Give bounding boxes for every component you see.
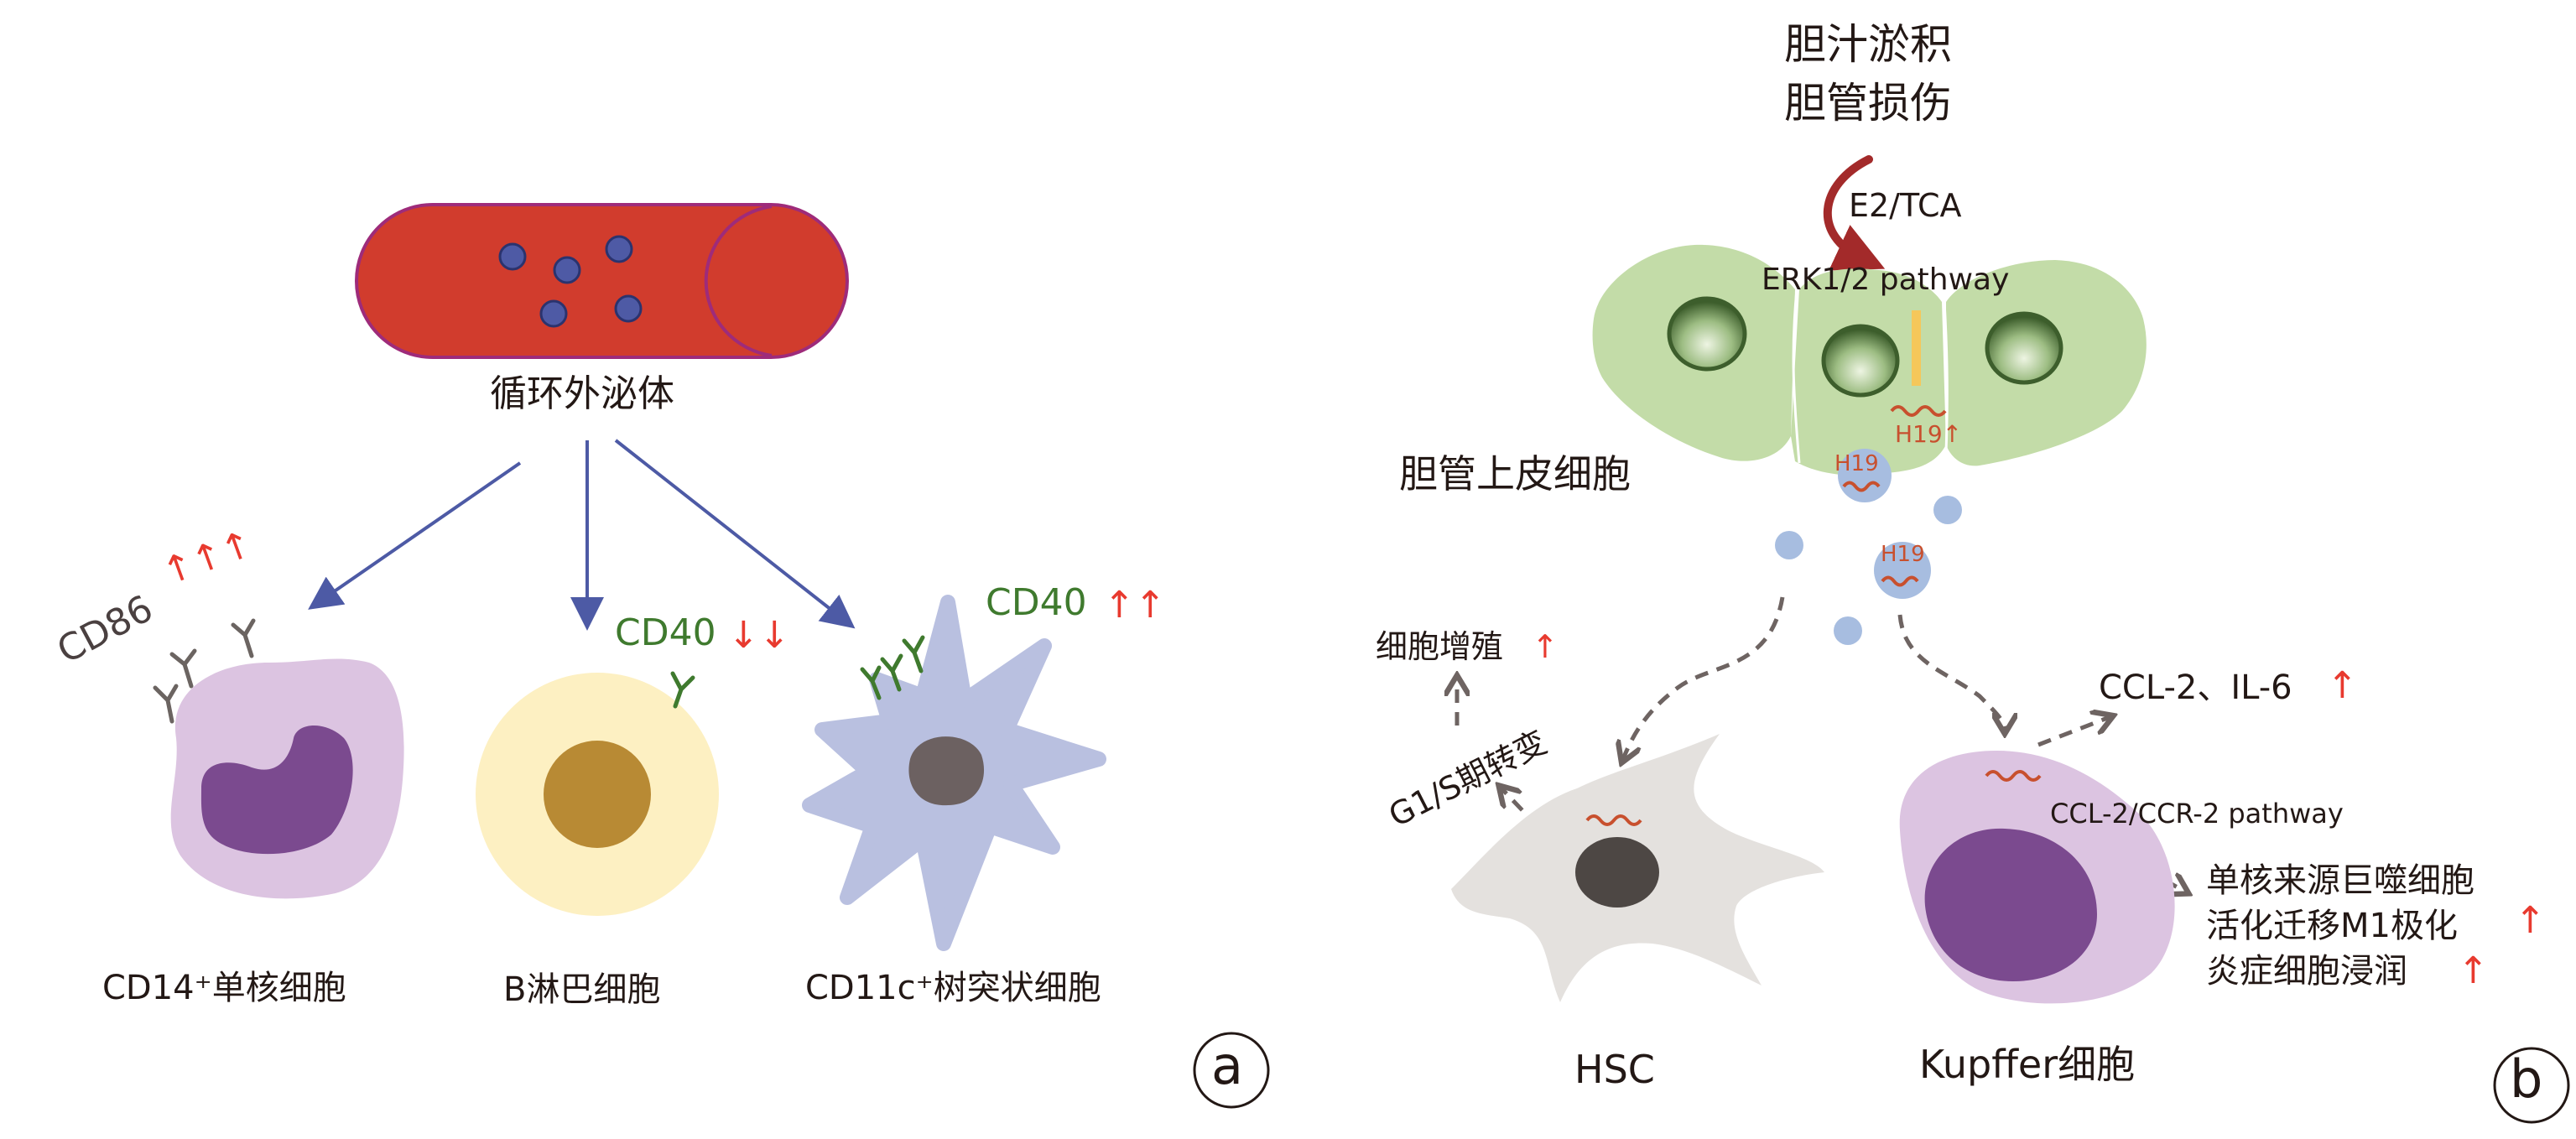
kupffer-cell [1899,751,2175,1004]
monocyte-cell [153,618,404,899]
dendritic-label: CD11c⁺树突状细胞 [805,969,1101,1007]
kupffer-effect-1: CCL-2、IL-6 [2099,668,2292,707]
kupffer-effect-2-line-1: 单核来源巨噬细胞 [2206,861,2475,900]
hsc-effect-1: 细胞增殖 [1376,628,1504,665]
dendritic-marker: CD40 [986,581,1087,624]
kupffer-effect-2-trend-2: ↑ [2458,949,2489,992]
kupffer-effect-2-line-3: 炎症细胞浸润 [2206,952,2407,991]
panel-b-circle [2493,1047,2570,1124]
panel-a-circle [1193,1032,1270,1109]
bcell-trend: ↓↓ [728,614,790,657]
hsc-label: HSC [1574,1047,1655,1092]
epithelium-label: 胆管上皮细胞 [1399,451,1631,497]
erk-pathway-label: ERK1/2 pathway [1762,263,2010,297]
arrow-to-dendritic [614,439,856,629]
panel-b-label: b [2510,1048,2543,1110]
bcell-marker: CD40 [615,611,716,654]
arrow-to-monocyte [308,461,522,610]
inducer-curved-arrow [1824,155,1886,271]
ccr2-pathway-label: CCL-2/CCR-2 pathway [2050,798,2344,830]
kupffer-effect-2-line-2: 活化迁移M1极化 [2206,907,2458,945]
panel-a-label: a [1211,1035,1243,1096]
monocyte-label: CD14⁺单核细胞 [102,969,346,1007]
inducer-label: E2/TCA [1849,187,1962,224]
trigger-line-1: 胆汁淤积 [1784,20,1952,69]
b-lymphocyte-cell [476,671,719,916]
h19-label-2: H19 [1881,542,1925,567]
kupffer-effect-1-trend: ↑ [2327,664,2358,707]
bile-duct-epithelium [1592,244,2147,476]
h19-exosomes [1775,449,1962,645]
h19-up-label: H19↑ [1895,420,1963,448]
dendritic-cell [802,595,1106,951]
bcell-label: B淋巴细胞 [503,970,661,1009]
kupffer-label: Kupffer细胞 [1919,1042,2136,1087]
kupffer-effect-2-trend-1: ↑ [2515,899,2546,942]
trigger-line-2: 胆管损伤 [1784,79,1952,127]
vesicle-label: 循环外泌体 [490,372,674,415]
hsc-effect-1-trend: ↑ [1532,628,1559,665]
dendritic-trend: ↑↑ [1104,584,1166,627]
h19-label-1: H19 [1834,451,1879,476]
circulating-exosome-vesicle [355,203,849,359]
hsc-cell [1451,734,1824,1002]
